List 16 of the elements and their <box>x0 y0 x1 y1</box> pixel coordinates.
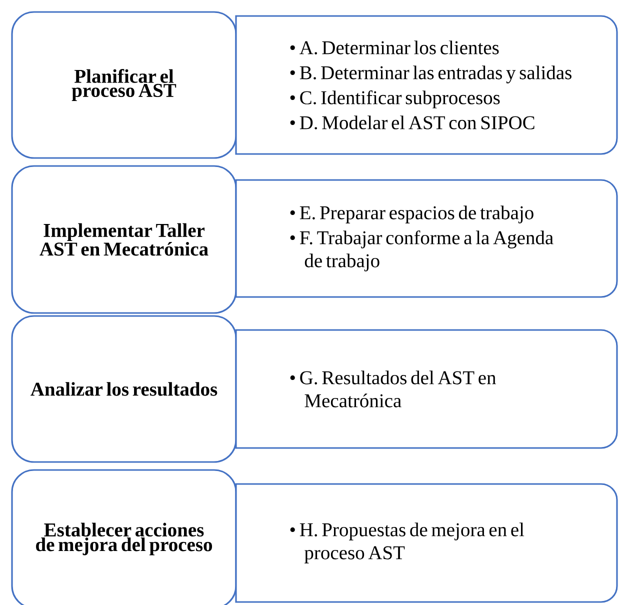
bullet-item: • G. Resultados del AST en Mecatrónica <box>290 370 496 408</box>
bullet-item: • B. Determinar las entradas y salidas <box>290 66 572 84</box>
step-box: Establecer acciones de mejora del proceso <box>11 469 237 605</box>
bullet-item: • H. Propuestas de mejora en el proceso AST <box>290 522 524 564</box>
step-box: Analizar los resultados <box>11 315 237 463</box>
list-box <box>235 329 618 449</box>
bullet-item: • F. Trabajar conforme a la Agenda de trabajo <box>290 230 554 272</box>
step-box: Implementar Taller AST en Mecatrónica <box>11 165 237 314</box>
bullet-item: • C. Identificar subprocesos <box>290 90 500 108</box>
bullet-item: • A. Determinar los clientes <box>290 40 499 54</box>
step-box: Planificar el proceso AST <box>11 11 237 159</box>
bullet-item: • E. Preparar espacios de trabajo <box>290 206 534 224</box>
list-box <box>235 179 618 298</box>
list-box <box>235 483 618 603</box>
list-box <box>235 15 618 155</box>
bullet-item: • D. Modelar el AST con SIPOC <box>290 116 534 130</box>
